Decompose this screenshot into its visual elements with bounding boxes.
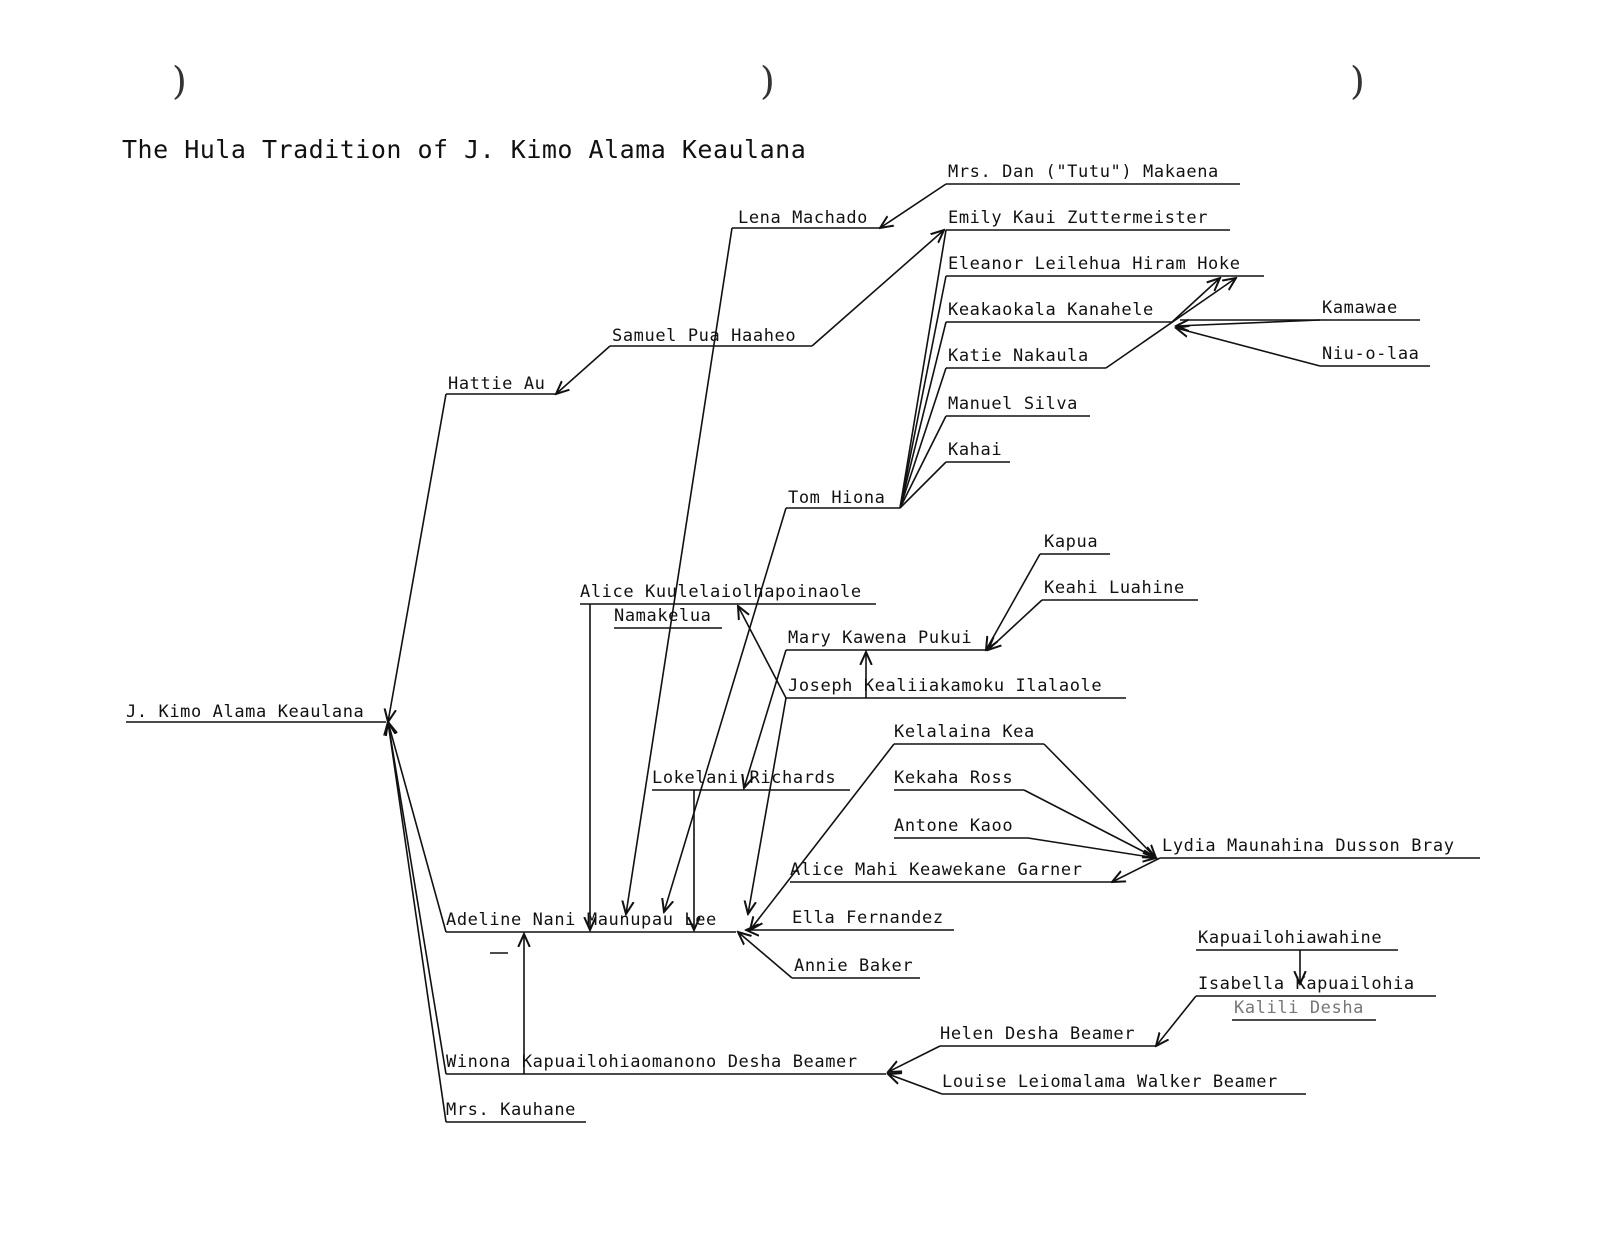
edge-hiona-silva bbox=[899, 415, 947, 509]
node-kahai: Kahai bbox=[948, 440, 1003, 460]
node-kamawae: Kamawae bbox=[1322, 298, 1398, 318]
node-kauhane: Mrs. Kauhane bbox=[446, 1100, 577, 1120]
edge-kanahele-to-hoke bbox=[1171, 278, 1220, 323]
node-ross: Kekaha Ross bbox=[894, 768, 1014, 788]
edge-louise-to-winona bbox=[888, 1074, 943, 1095]
edge-hiona-kahai bbox=[899, 461, 947, 509]
edge-kapua-to-pukui bbox=[986, 553, 1041, 650]
edge-kea-to-adeline bbox=[750, 743, 895, 930]
node-kapuailohiawahine: Kapuailohiawahine bbox=[1198, 928, 1383, 948]
node-nakaula: Katie Nakaula bbox=[948, 346, 1089, 366]
edge-samuel-to-zuttermeister bbox=[811, 230, 944, 347]
node-samuel: Samuel Pua Haaheo bbox=[612, 326, 797, 346]
node-niu: Niu-o-laa bbox=[1322, 344, 1420, 364]
node-bray: Lydia Maunahina Dusson Bray bbox=[1162, 836, 1455, 856]
node-isabella-line2: Kalili Desha bbox=[1234, 998, 1365, 1018]
edge-kea-to-bray bbox=[1043, 743, 1156, 858]
node-hoke: Eleanor Leilehua Hiram Hoke bbox=[948, 254, 1241, 274]
lineage-connectors bbox=[388, 183, 1321, 1123]
node-helen: Helen Desha Beamer bbox=[940, 1024, 1136, 1044]
punch-mark-left: ) bbox=[172, 59, 187, 103]
diagram-title: The Hula Tradition of J. Kimo Alama Keau… bbox=[122, 135, 807, 164]
edge-makaena-to-lena bbox=[880, 183, 947, 228]
edge-pukui-to-richards bbox=[744, 649, 787, 788]
edge-lena-to-adeline bbox=[626, 227, 733, 914]
edge-helen-to-winona bbox=[888, 1045, 941, 1072]
node-ilalaole: Joseph Kealiiakamoku Ilalaole bbox=[788, 676, 1103, 696]
edge-hiona-zuttermeister bbox=[899, 229, 947, 509]
edge-hiona-hoke bbox=[899, 275, 947, 509]
edge-nakaula-to-hoke bbox=[1105, 278, 1236, 369]
node-lena: Lena Machado bbox=[738, 208, 869, 228]
edge-ilalaole-to-adeline bbox=[748, 697, 787, 914]
edge-niu-to-kanahele bbox=[1176, 328, 1321, 367]
node-silva: Manuel Silva bbox=[948, 394, 1079, 414]
node-louise: Louise Leiomalama Walker Beamer bbox=[942, 1072, 1278, 1092]
edge-ross-to-bray bbox=[1023, 789, 1156, 858]
node-pukui: Mary Kawena Pukui bbox=[788, 628, 973, 648]
node-keaulana: J. Kimo Alama Keaulana bbox=[126, 702, 365, 722]
node-baker: Annie Baker bbox=[794, 956, 914, 976]
edge-hiona-to-adeline bbox=[664, 507, 787, 912]
node-fernandez: Ella Fernandez bbox=[792, 908, 944, 928]
node-hattie: Hattie Au bbox=[448, 374, 546, 394]
name-underlines bbox=[126, 183, 1480, 1123]
punch-mark-center: ) bbox=[760, 59, 775, 103]
node-namakelua-line2: Namakelua bbox=[614, 606, 712, 626]
node-isabella-line1: Isabella Kapuailohia bbox=[1198, 974, 1415, 994]
edge-baker-to-adeline bbox=[738, 932, 793, 979]
edge-kauhane-to-keaulana bbox=[388, 722, 447, 1123]
edge-hiona-nakaula bbox=[899, 367, 947, 509]
node-hiona: Tom Hiona bbox=[788, 488, 886, 508]
node-kaoo: Antone Kaoo bbox=[894, 816, 1014, 836]
edge-kamawae-to-kanahele bbox=[1176, 320, 1321, 326]
edge-isabella-to-helen bbox=[1156, 995, 1197, 1046]
node-winona: Winona Kapuailohiaomanono Desha Beamer bbox=[446, 1052, 858, 1072]
node-makaena: Mrs. Dan ("Tutu") Makaena bbox=[948, 162, 1219, 182]
edge-kaoo-to-bray bbox=[1027, 837, 1156, 858]
node-kea: Kelalaina Kea bbox=[894, 722, 1035, 742]
edge-ilalaole-to-namakelua bbox=[738, 606, 787, 699]
edge-luahine-to-pukui bbox=[988, 599, 1043, 650]
edge-hattie-to-keaulana bbox=[388, 393, 447, 722]
node-namakelua-line1: Alice Kuulelaiolhapoinaole bbox=[580, 582, 862, 602]
node-garner: Alice Mahi Keawekane Garner bbox=[790, 860, 1083, 880]
node-zuttermeister: Emily Kaui Zuttermeister bbox=[948, 208, 1209, 228]
node-richards: Lokelani Richards bbox=[652, 768, 837, 788]
node-kanahele: Keakaokala Kanahele bbox=[948, 300, 1154, 320]
edge-hiona-kanahele bbox=[899, 321, 947, 509]
edge-samuel-to-hattie bbox=[556, 345, 611, 394]
edge-bray-to-garner bbox=[1112, 857, 1161, 882]
edge-winona-to-keaulana bbox=[388, 722, 447, 1075]
node-kapua: Kapua bbox=[1044, 532, 1099, 552]
node-adeline: Adeline Nani Maunupau Lee bbox=[446, 910, 717, 930]
node-luahine: Keahi Luahine bbox=[1044, 578, 1185, 598]
punch-mark-right: ) bbox=[1350, 59, 1365, 103]
edge-adeline-to-keaulana bbox=[388, 722, 447, 933]
